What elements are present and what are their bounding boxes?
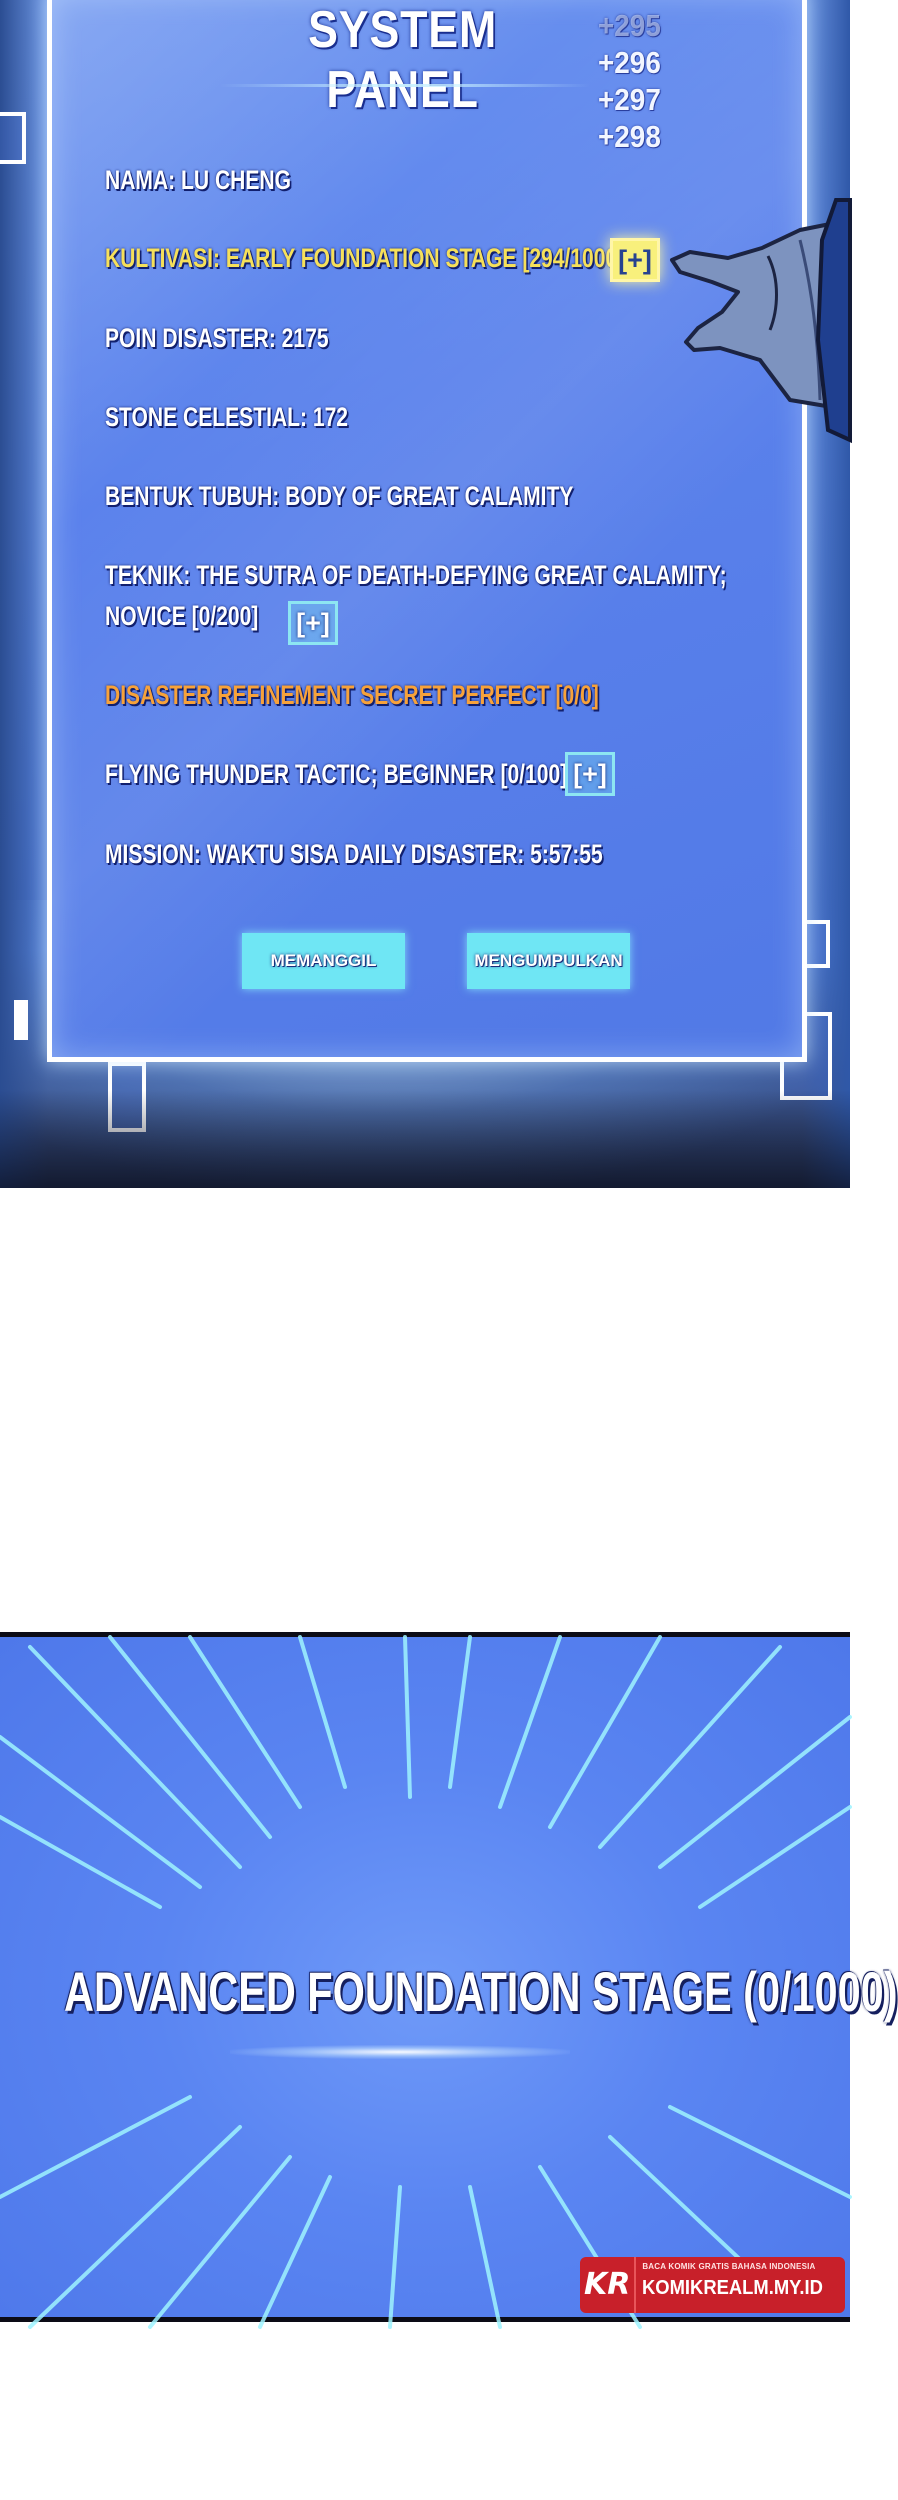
stat-disaster-points: POIN DISASTER: 2175 xyxy=(105,323,329,353)
collect-button-label: MENGUMPULKAN xyxy=(474,951,623,970)
stat-technique: TEKNIK: THE SUTRA OF DEATH-DEFYING GREAT… xyxy=(105,560,727,590)
stat-name: NAMA: LU CHENG xyxy=(105,165,292,195)
stage-glow xyxy=(230,2045,570,2059)
pointing-hand-icon xyxy=(670,198,852,444)
point-counter: +297 xyxy=(598,82,661,117)
collect-button[interactable]: MENGUMPULKAN xyxy=(467,933,630,989)
stat-cultivation: KULTIVASI: EARLY FOUNDATION STAGE [294/1… xyxy=(105,243,625,273)
stage-panel: ADVANCED FOUNDATION STAGE (0/1000) KR BA… xyxy=(0,1632,898,2329)
watermark-logo: KR xyxy=(580,2257,635,2313)
summon-button[interactable]: MEMANGGIL xyxy=(242,933,405,989)
stat-disaster-refinement: DISASTER REFINEMENT SECRET PERFECT [0/0] xyxy=(105,680,599,710)
stat-flying-thunder: FLYING THUNDER TACTIC; BEGINNER [0/100] xyxy=(105,759,568,789)
right-frame-edge xyxy=(802,0,850,1188)
left-frame-edge xyxy=(0,0,48,1188)
stage-title: ADVANCED FOUNDATION STAGE (0/1000) xyxy=(64,1960,898,2023)
upgrade-cultivation-button[interactable]: [+] xyxy=(610,238,660,282)
bottom-shadow xyxy=(0,1090,850,1188)
point-counter: +296 xyxy=(598,45,661,80)
point-counter: +295 xyxy=(598,8,661,43)
stat-mission-timer: MISSION: WAKTU SISA DAILY DISASTER: 5:57… xyxy=(105,839,603,869)
upgrade-flying-thunder-button[interactable]: [+] xyxy=(565,752,615,796)
panel-title: SYSTEM PANEL xyxy=(308,1,498,119)
watermark-tagline: BACA KOMIK GRATIS BAHASA INDONESIA xyxy=(642,2262,816,2271)
watermark-badge[interactable]: KR BACA KOMIK GRATIS BAHASA INDONESIA KO… xyxy=(580,2257,845,2313)
title-underline xyxy=(220,84,590,87)
upgrade-technique-button[interactable]: [+] xyxy=(288,601,338,645)
frame-bracket-left-top xyxy=(0,112,26,164)
stat-celestial-stones: STONE CELESTIAL: 172 xyxy=(105,402,349,432)
watermark-body: BACA KOMIK GRATIS BAHASA INDONESIA KOMIK… xyxy=(634,2257,845,2313)
stat-technique-level: NOVICE [0/200] xyxy=(105,601,259,631)
frame-tick-left xyxy=(14,1000,28,1040)
summon-button-label: MEMANGGIL xyxy=(270,951,377,970)
screen-sheen xyxy=(52,0,802,1057)
system-panel-scene: SYSTEM PANEL +295 +296 +297 +298 NAMA: L… xyxy=(0,0,852,1188)
system-screen xyxy=(47,0,807,1062)
speed-lines xyxy=(0,1635,852,2329)
stat-body-type: BENTUK TUBUH: BODY OF GREAT CALAMITY xyxy=(105,481,574,511)
point-counter: +298 xyxy=(598,119,661,154)
watermark-site: KOMIKREALM.MY.ID xyxy=(642,2277,824,2299)
